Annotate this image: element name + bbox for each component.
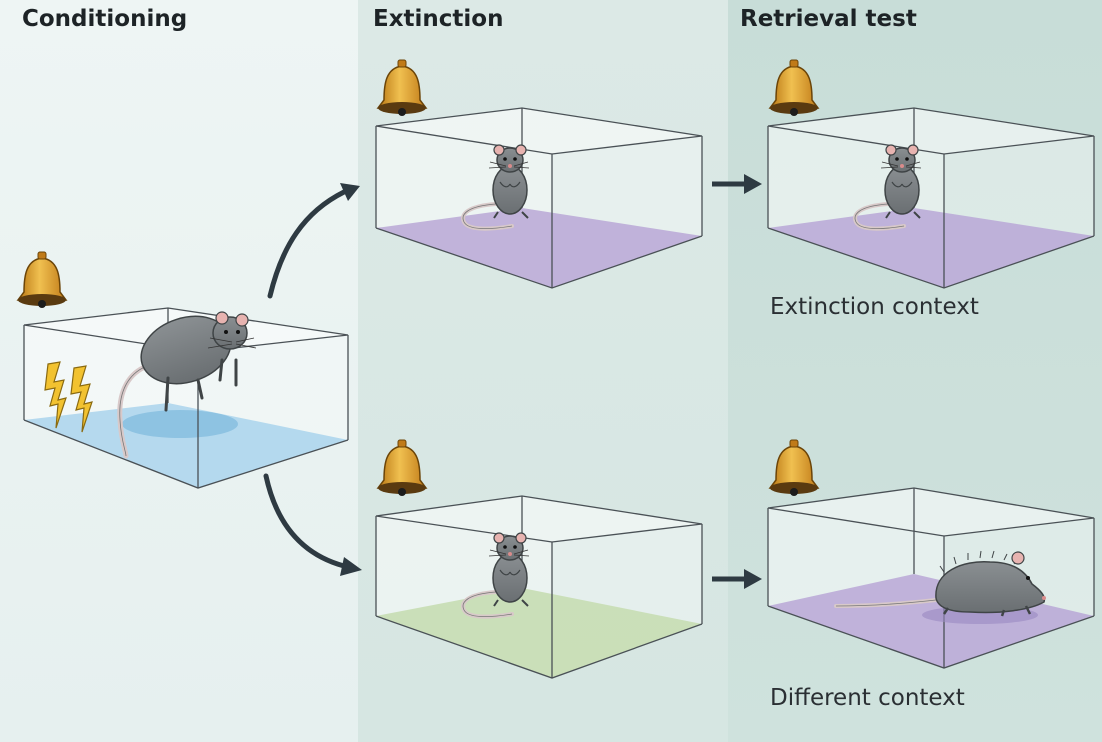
extinction-box <box>375 107 703 289</box>
rat-freezing <box>834 550 1046 624</box>
bell-icon <box>17 251 67 309</box>
extinction-context-caption: Extinction context <box>770 294 979 320</box>
different-context-caption: Different context <box>770 685 965 711</box>
conditioning-heading: Conditioning <box>22 6 188 32</box>
bell-icon <box>377 59 427 117</box>
retrieval-box-extinction-context <box>767 107 1095 289</box>
arrow-icon <box>712 569 762 589</box>
rat-jumping <box>117 311 257 459</box>
bell-icon <box>769 439 819 497</box>
arrow-icon <box>267 183 360 299</box>
retrieval-box-different-context <box>767 487 1095 669</box>
arrow-icon <box>712 174 762 194</box>
bell-icon <box>769 59 819 117</box>
extinction-box-alt <box>375 495 703 679</box>
retrieval-test-heading: Retrieval test <box>740 6 917 32</box>
lightning-bolt-icon <box>44 361 93 433</box>
arrow-icon <box>263 473 362 576</box>
extinction-heading: Extinction <box>373 6 504 32</box>
bell-icon <box>377 439 427 497</box>
